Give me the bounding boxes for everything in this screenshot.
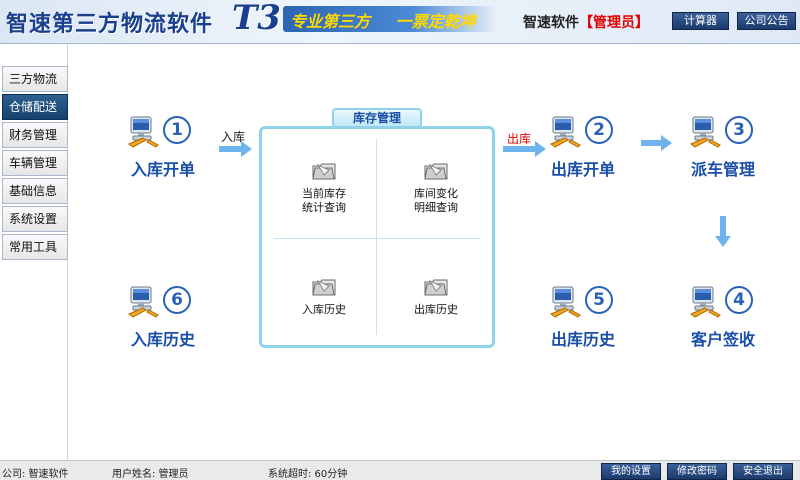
logout-button[interactable]: 安全退出 (733, 463, 793, 480)
calculator-button[interactable]: 计算器 (672, 12, 729, 30)
node-label: 派车管理 (691, 160, 756, 179)
node-label: 出库历史 (551, 330, 616, 349)
inventory-outbound-history[interactable]: 出库历史 (386, 277, 486, 317)
inventory-panel: 当前库存 统计查询 库间变化 明细查询 入库历史 出库历史 (259, 126, 495, 348)
main-content: 1 入库开单 2 出库开单 3 派车管理 4 客户签收 5 出库历史 6 入库历… (69, 44, 800, 460)
sidebar-item-tools[interactable]: 常用工具 (2, 234, 68, 260)
sidebar-item-finance[interactable]: 财务管理 (2, 122, 68, 148)
item-line1: 当前库存 (302, 187, 346, 200)
inventory-current-stock-query[interactable]: 当前库存 统计查询 (274, 161, 374, 215)
divider (376, 139, 377, 335)
change-password-button[interactable]: 修改密码 (667, 463, 727, 480)
my-settings-button[interactable]: 我的设置 (601, 463, 661, 480)
computer-icon (549, 114, 583, 148)
arrow-right-icon (219, 141, 252, 157)
item-line1: 出库历史 (414, 303, 458, 316)
sidebar-item-settings[interactable]: 系统设置 (2, 206, 68, 232)
status-timeout: 系统超时: 60分钟 (268, 469, 348, 480)
item-line2: 统计查询 (302, 201, 346, 214)
app-title: 智速第三方物流软件 (6, 12, 214, 37)
folder-icon (424, 277, 448, 297)
status-user: 用户姓名: 管理员 (112, 469, 189, 480)
flow-node-inbound-order[interactable]: 1 入库开单 (127, 114, 207, 179)
brand-label: 智速软件【管理员】 (523, 12, 649, 32)
computer-icon (127, 284, 161, 318)
arrow-right-icon (641, 135, 672, 151)
node-label: 入库历史 (131, 330, 196, 349)
arrow-down-icon (715, 216, 731, 247)
app-version: T3 (232, 0, 281, 38)
step-number: 6 (163, 286, 191, 314)
folder-icon (424, 161, 448, 181)
sidebar-item-basic-info[interactable]: 基础信息 (2, 178, 68, 204)
slogan-banner (283, 6, 498, 32)
company-notice-button[interactable]: 公司公告 (737, 12, 796, 30)
arrow-label-outbound: 出库 (507, 132, 532, 146)
inventory-inbound-history[interactable]: 入库历史 (274, 277, 374, 317)
divider (274, 238, 480, 239)
inventory-transfer-detail-query[interactable]: 库间变化 明细查询 (386, 161, 486, 215)
node-label: 出库开单 (551, 160, 616, 179)
status-company: 公司: 智速软件 (2, 469, 69, 480)
computer-icon (127, 114, 161, 148)
folder-icon (312, 161, 336, 181)
status-bar: 公司: 智速软件 用户姓名: 管理员 系统超时: 60分钟 我的设置 修改密码 … (0, 460, 800, 480)
slogan: 专业第三方 一票定乾坤 (290, 12, 476, 31)
arrow-right-icon (503, 141, 546, 157)
flow-node-outbound-order[interactable]: 2 出库开单 (549, 114, 629, 179)
step-number: 4 (725, 286, 753, 314)
flow-node-inbound-history[interactable]: 6 入库历史 (127, 284, 207, 349)
folder-icon (312, 277, 336, 297)
item-line1: 库间变化 (414, 187, 458, 200)
header-bar: 智速第三方物流软件 T3 专业第三方 一票定乾坤 智速软件【管理员】 计算器 公… (0, 0, 800, 44)
step-number: 3 (725, 116, 753, 144)
flow-node-customer-signoff[interactable]: 4 客户签收 (689, 284, 769, 349)
inventory-title: 库存管理 (332, 108, 422, 128)
sidebar: 三方物流 仓储配送 财务管理 车辆管理 基础信息 系统设置 常用工具 (0, 44, 68, 460)
sidebar-item-warehouse[interactable]: 仓储配送 (2, 94, 68, 120)
step-number: 1 (163, 116, 191, 144)
brand-name: 智速软件 (523, 15, 579, 31)
arrow-label-inbound: 入库 (221, 130, 246, 144)
flow-node-dispatch[interactable]: 3 派车管理 (689, 114, 769, 179)
step-number: 5 (585, 286, 613, 314)
node-label: 客户签收 (691, 330, 756, 349)
computer-icon (689, 114, 723, 148)
user-role: 【管理员】 (579, 15, 649, 31)
sidebar-item-3pl[interactable]: 三方物流 (2, 66, 68, 92)
step-number: 2 (585, 116, 613, 144)
computer-icon (549, 284, 583, 318)
sidebar-item-vehicles[interactable]: 车辆管理 (2, 150, 68, 176)
item-line2: 明细查询 (414, 201, 458, 214)
node-label: 入库开单 (131, 160, 196, 179)
item-line1: 入库历史 (302, 303, 346, 316)
computer-icon (689, 284, 723, 318)
flow-node-outbound-history[interactable]: 5 出库历史 (549, 284, 629, 349)
